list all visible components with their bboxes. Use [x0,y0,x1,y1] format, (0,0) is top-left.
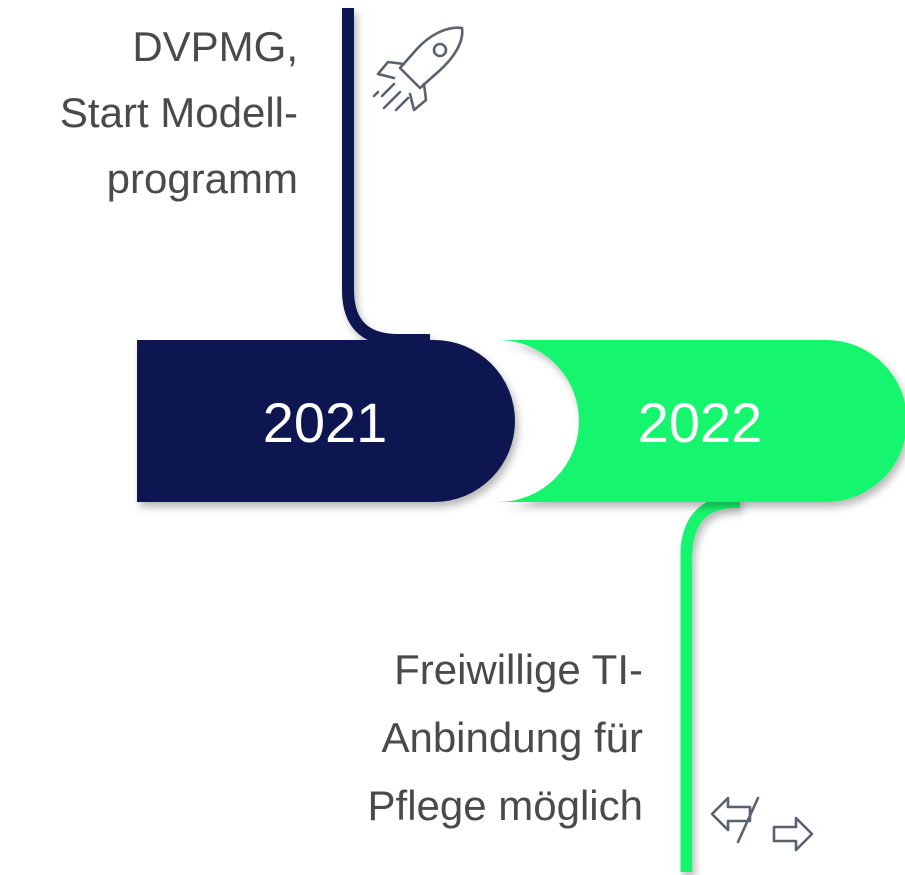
connector-2022 [680,496,740,872]
rocket-icon [372,26,464,112]
milestone-2022-line-1: Freiwillige TI- [394,646,643,693]
exchange-arrows-icon [710,796,814,852]
connector-2021 [342,8,430,346]
milestone-2022-text: Freiwillige TI- Anbindung für Pflege mög… [368,636,643,840]
year-block-2021 [137,340,515,502]
milestone-2021-line-3: programm [106,155,298,202]
milestone-2021-line-1: DVPMG, [132,23,298,70]
year-label-2021: 2021 [262,391,388,454]
year-block-2022 [498,340,905,502]
milestone-2021-text: DVPMG, Start Modell- programm [60,14,298,212]
milestone-2022-line-3: Pflege möglich [367,782,643,829]
year-label-2022: 2022 [637,391,763,454]
milestone-2022-line-2: Anbindung für [381,714,643,761]
milestone-2021-line-2: Start Modell- [59,89,298,136]
